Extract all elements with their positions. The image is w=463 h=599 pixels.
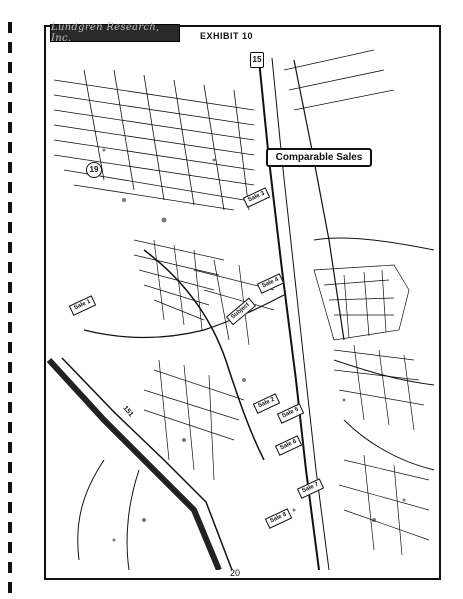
binding-hole xyxy=(8,402,12,413)
logo-text: Lundgren Research, Inc. xyxy=(51,22,160,44)
binding-hole xyxy=(8,282,12,293)
company-logo: Lundgren Research, Inc. xyxy=(50,22,180,44)
spiral-binding xyxy=(0,0,40,599)
binding-hole xyxy=(8,522,12,533)
binding-hole xyxy=(8,182,12,193)
binding-hole xyxy=(8,302,12,313)
binding-hole xyxy=(8,542,12,553)
binding-hole xyxy=(8,62,12,73)
comparable-sales-label: Comparable Sales xyxy=(266,148,372,167)
binding-hole xyxy=(8,122,12,133)
binding-hole xyxy=(8,502,12,513)
route-19-shield: 19 xyxy=(86,162,102,178)
page-number: 20 xyxy=(230,568,241,578)
binding-hole xyxy=(8,362,12,373)
binding-hole xyxy=(8,382,12,393)
binding-hole xyxy=(8,42,12,53)
binding-hole xyxy=(8,442,12,453)
binding-hole xyxy=(8,222,12,233)
binding-hole xyxy=(8,562,12,573)
binding-hole xyxy=(8,342,12,353)
binding-hole xyxy=(8,422,12,433)
binding-hole xyxy=(8,242,12,253)
binding-hole xyxy=(8,82,12,93)
binding-hole xyxy=(8,462,12,473)
binding-hole xyxy=(8,582,12,593)
binding-hole xyxy=(8,322,12,333)
binding-hole xyxy=(8,262,12,273)
binding-hole xyxy=(8,102,12,113)
binding-hole xyxy=(8,22,12,33)
binding-hole xyxy=(8,142,12,153)
exhibit-title: EXHIBIT 10 xyxy=(200,31,254,41)
binding-hole xyxy=(8,202,12,213)
binding-hole xyxy=(8,482,12,493)
binding-hole xyxy=(8,162,12,173)
route-15-shield: 15 xyxy=(250,52,264,68)
